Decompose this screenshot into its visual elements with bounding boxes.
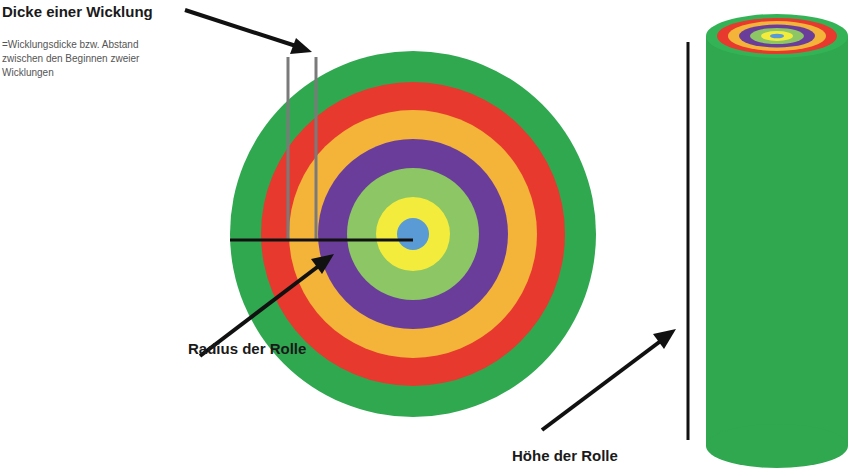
- part-label: Radius der Rolle: [188, 340, 306, 357]
- note-label: =Wicklungsdicke bzw. Abstand zwischen de…: [2, 38, 162, 80]
- winding-thickness-lines: [288, 57, 316, 240]
- height-line: [687, 42, 690, 440]
- radius-line: [230, 239, 413, 242]
- roll-cylinder: [706, 14, 848, 468]
- heading-label: Dicke einer Wicklung: [2, 3, 153, 20]
- leader-arrows: [185, 10, 676, 430]
- roll-cross-section: [230, 51, 596, 417]
- part-label: Höhe der Rolle: [512, 447, 618, 464]
